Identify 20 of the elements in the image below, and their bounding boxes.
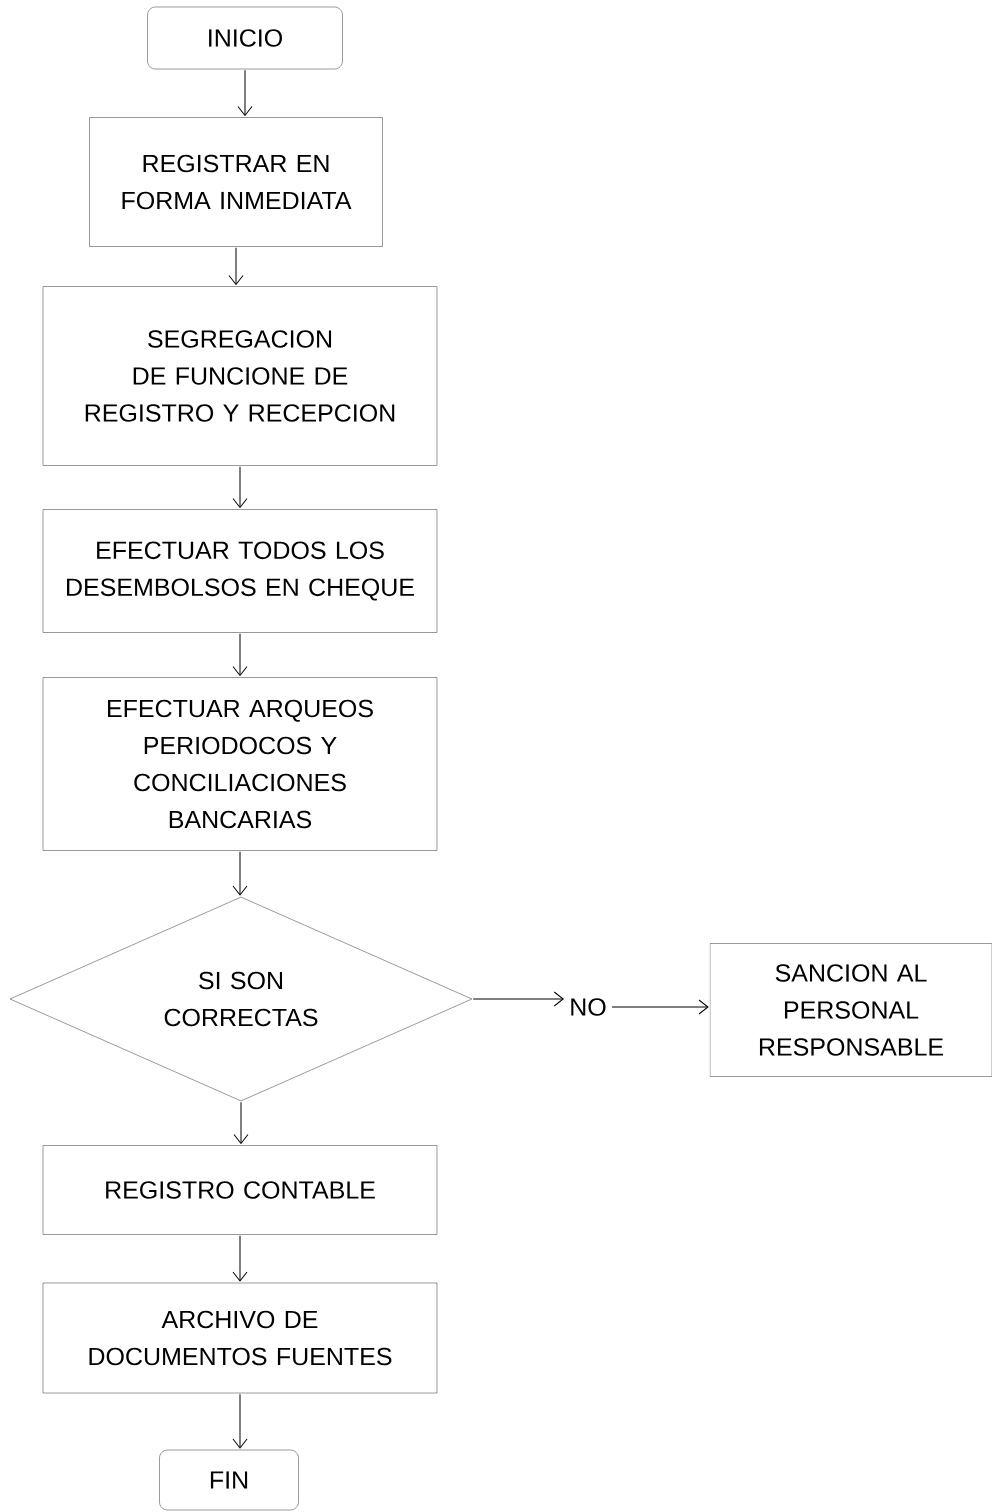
arrow: [611, 999, 709, 1015]
branch-label: NO: [571, 998, 606, 1016]
process-box: REGISTRO CONTABLE: [42, 1145, 438, 1235]
arrow: [232, 851, 248, 896]
process-box: REGISTRAR EN FORMA INMEDIATA: [89, 117, 383, 247]
process-box: ARCHIVO DE DOCUMENTOS FUENTES: [42, 1282, 438, 1394]
arrow: [232, 1393, 248, 1449]
arrow: [232, 1235, 248, 1282]
process-box: EFECTUAR TODOS LOS DESEMBOLSOS EN CHEQUE: [42, 509, 438, 633]
process-box: SANCION AL PERSONAL RESPONSABLE: [709, 943, 992, 1077]
terminal-box: FIN: [159, 1449, 299, 1511]
process-box: SEGREGACION DE FUNCIONE DE REGISTRO Y RECEPCION: [42, 286, 438, 466]
arrow: [472, 991, 564, 1007]
arrow: [228, 247, 244, 285]
arrow: [233, 1101, 249, 1144]
arrow: [237, 69, 253, 116]
arrow: [232, 466, 248, 508]
process-box: EFECTUAR ARQUEOS PERIODOCOS Y CONCILIACIONES BANCARIAS: [42, 677, 438, 851]
terminal-box: INICIO: [147, 6, 343, 70]
arrow: [232, 633, 248, 676]
